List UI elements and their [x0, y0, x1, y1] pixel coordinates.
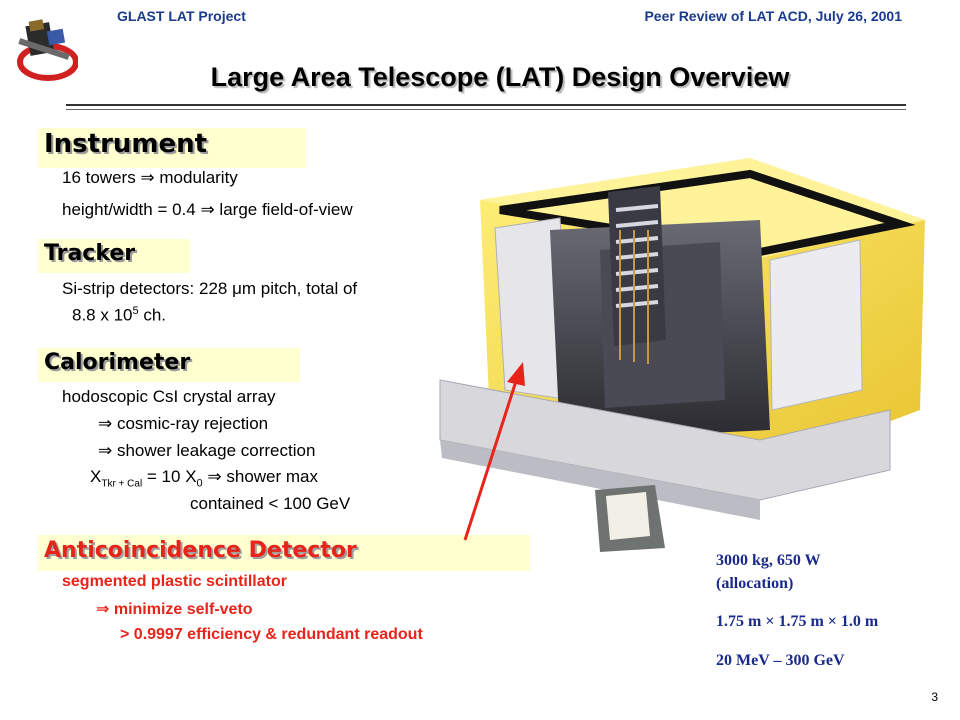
calorimeter-line-1: hodoscopic CsI crystal array	[62, 387, 276, 406]
arrow-icon	[463, 362, 525, 541]
calorimeter-line-5: contained < 100 GeV	[190, 494, 351, 513]
acd-heading: Anticoincidence Detector	[44, 538, 357, 563]
title-divider	[66, 104, 906, 106]
page-title: Large Area Telescope (LAT) Design Overvi…	[210, 62, 790, 92]
acd-line-2: ⇒ minimize self-veto	[96, 601, 253, 618]
spec-mass-power: 3000 kg, 650 W	[716, 552, 821, 569]
radiation-length-subscript-zero: 0	[196, 477, 203, 490]
tracker-line-2: 8.8 x 105 ch.	[72, 305, 166, 326]
instrument-line-2: height/width = 0.4 ⇒ large field-of-view	[62, 200, 353, 219]
glast-logo	[8, 10, 79, 90]
lat-illustration	[420, 140, 940, 560]
satellite-logo-icon	[17, 19, 79, 81]
tracker-heading: Tracker	[44, 241, 136, 266]
calorimeter-band: Calorimeter	[38, 348, 300, 382]
page-number: 3	[931, 690, 938, 704]
tracker-band: Tracker	[38, 239, 190, 273]
acd-line-3: > 0.9997 efficiency & redundant readout	[120, 626, 423, 643]
instrument-band: Instrument	[38, 128, 306, 168]
acd-line-1: segmented plastic scintillator	[62, 573, 287, 590]
spec-dimensions: 1.75 m × 1.75 m × 1.0 m	[716, 613, 879, 630]
review-name: Peer Review of LAT ACD, July 26, 2001	[644, 8, 902, 24]
title-divider-thin	[66, 109, 906, 110]
instrument-line-1: 16 towers ⇒ modularity	[62, 168, 238, 187]
radiation-length-symbol: X	[90, 467, 102, 486]
calorimeter-line-3: ⇒ shower leakage correction	[98, 441, 316, 460]
radiation-length-value: = 10 X	[142, 467, 197, 486]
shower-max-text: ⇒ shower max	[202, 467, 319, 486]
calorimeter-heading: Calorimeter	[44, 350, 191, 375]
calorimeter-line-4: XTkr + Cal = 10 X0 ⇒ shower max	[90, 467, 318, 489]
project-name: GLAST LAT Project	[117, 8, 246, 24]
tracker-line-1: Si-strip detectors: 228 μm pitch, total …	[62, 279, 358, 298]
spec-energy: 20 MeV – 300 GeV	[716, 652, 845, 669]
acd-band: Anticoincidence Detector	[38, 535, 530, 571]
tracker-channels-unit: ch.	[138, 305, 167, 325]
lat-cutaway-icon	[439, 158, 925, 552]
spec-allocation: (allocation)	[716, 575, 794, 592]
acd-pointer-arrow	[455, 360, 535, 545]
calorimeter-line-2: ⇒ cosmic-ray rejection	[98, 414, 269, 433]
tracker-channels: 8.8 x 10	[72, 305, 133, 325]
tracker-channels-exponent: 5	[132, 305, 139, 317]
radiation-length-subscript: Tkr + Cal	[101, 478, 143, 490]
instrument-heading: Instrument	[44, 129, 208, 159]
